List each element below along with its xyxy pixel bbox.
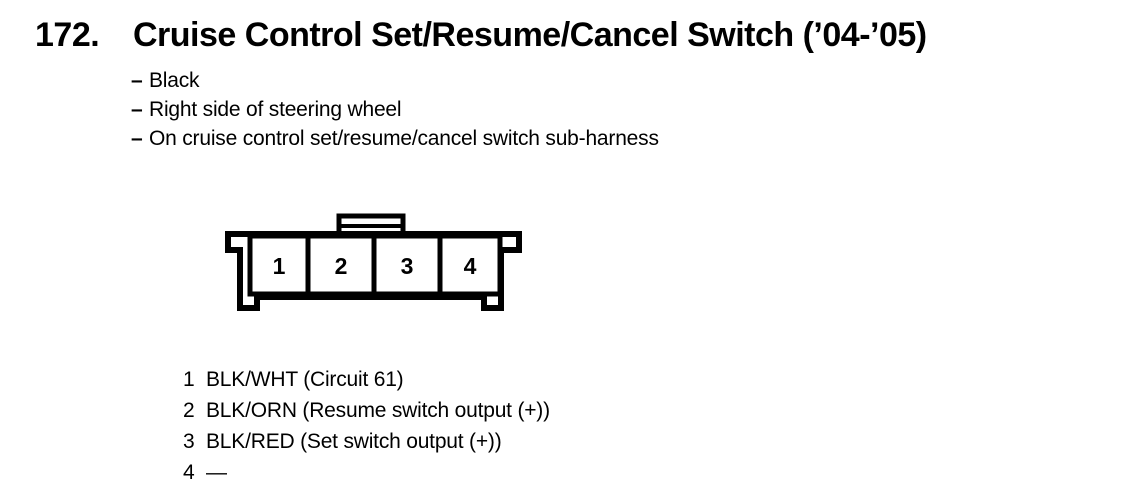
legend-row: 3 BLK/RED (Set switch output (+)) bbox=[183, 426, 550, 457]
page-title: Cruise Control Set/Resume/Cancel Switch … bbox=[133, 16, 927, 54]
connector-diagram-svg: 1 2 3 4 bbox=[225, 213, 522, 311]
note-text: Black bbox=[149, 69, 200, 92]
pin-cavity-4 bbox=[437, 233, 503, 297]
legend-row: 2 BLK/ORN (Resume switch output (+)) bbox=[183, 395, 550, 426]
pin-legend: 1 BLK/WHT (Circuit 61) 2 BLK/ORN (Resume… bbox=[183, 364, 550, 488]
legend-row: 1 BLK/WHT (Circuit 61) bbox=[183, 364, 550, 395]
notes-list: – Black – Right side of steering wheel –… bbox=[131, 66, 659, 153]
pin-number-2: 2 bbox=[335, 253, 348, 279]
item-number: 172. bbox=[35, 16, 100, 54]
legend-pin-number: 1 bbox=[183, 368, 195, 391]
dash-marker: – bbox=[131, 127, 143, 150]
note-item: – Right side of steering wheel bbox=[131, 95, 659, 124]
connector-diagram: 1 2 3 4 bbox=[210, 205, 540, 320]
legend-wire-label: BLK/WHT (Circuit 61) bbox=[206, 368, 404, 391]
legend-pin-number: 3 bbox=[183, 430, 195, 453]
legend-pin-number: 4 bbox=[183, 461, 195, 484]
pin-number-1: 1 bbox=[273, 253, 286, 279]
pin-cavity-2 bbox=[305, 233, 377, 297]
pin-number-3: 3 bbox=[401, 253, 414, 279]
note-text: On cruise control set/resume/cancel swit… bbox=[149, 127, 659, 150]
legend-wire-label: — bbox=[206, 461, 227, 484]
dash-marker: – bbox=[131, 69, 143, 92]
legend-wire-label: BLK/ORN (Resume switch output (+)) bbox=[206, 399, 550, 422]
note-text: Right side of steering wheel bbox=[149, 98, 402, 121]
pin-number-4: 4 bbox=[464, 253, 477, 279]
legend-row: 4 — bbox=[183, 457, 550, 488]
legend-pin-number: 2 bbox=[183, 399, 195, 422]
legend-wire-label: BLK/RED (Set switch output (+)) bbox=[206, 430, 502, 453]
connector-latch-tab bbox=[336, 213, 406, 237]
note-item: – Black bbox=[131, 66, 659, 95]
note-item: – On cruise control set/resume/cancel sw… bbox=[131, 124, 659, 153]
dash-marker: – bbox=[131, 98, 143, 121]
page-title-row: 172. Cruise Control Set/Resume/Cancel Sw… bbox=[35, 15, 927, 55]
